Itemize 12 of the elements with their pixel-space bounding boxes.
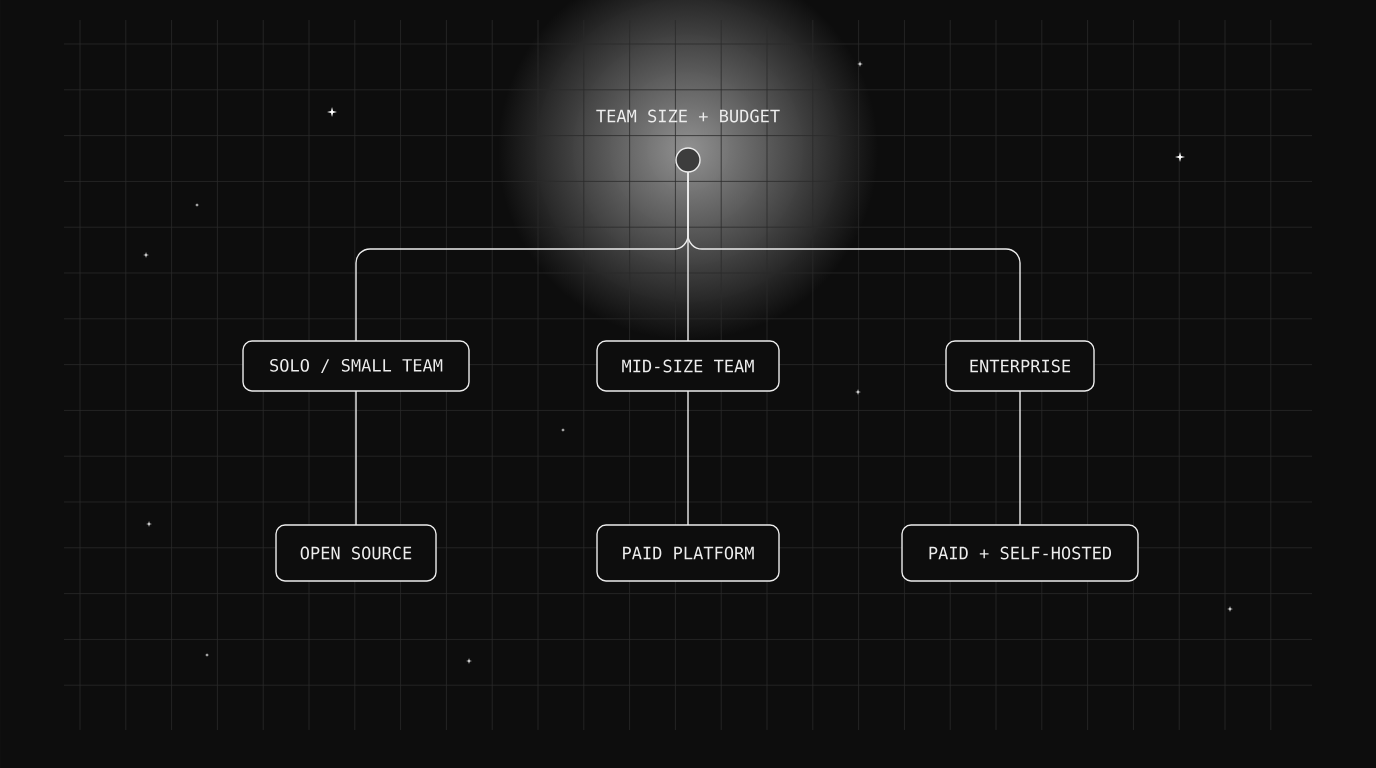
category-box: PAID + SELF-HOSTED bbox=[901, 524, 1139, 582]
heading-label: TEAM SIZE + BUDGET bbox=[596, 109, 780, 123]
connector-line bbox=[687, 171, 1021, 342]
category-box: ENTERPRISE bbox=[945, 340, 1095, 392]
category-box: OPEN SOURCE bbox=[275, 524, 437, 582]
category-box: MID-SIZE TEAM bbox=[596, 340, 780, 392]
root-circle bbox=[675, 147, 701, 173]
connector-line bbox=[355, 390, 357, 526]
category-box: PAID PLATFORM bbox=[596, 524, 780, 582]
connector-line bbox=[1019, 390, 1021, 526]
connector-line bbox=[687, 390, 689, 526]
category-box: SOLO / SMALL TEAM bbox=[242, 340, 470, 392]
